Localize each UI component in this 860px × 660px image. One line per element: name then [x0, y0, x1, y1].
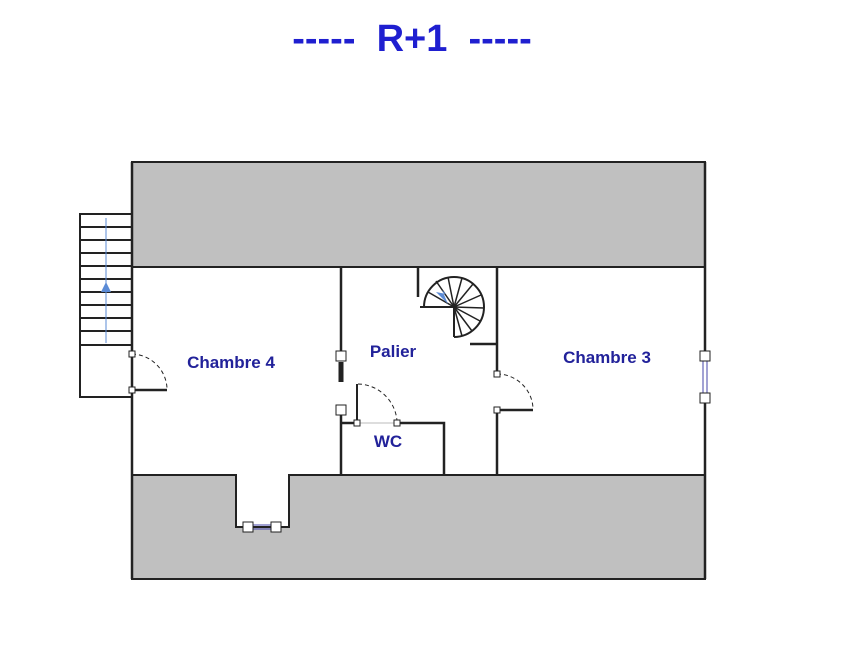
roof-zone-top: [131, 161, 706, 268]
room-label-chambre-3: Chambre 3: [563, 348, 651, 367]
spiral-arrow-icon: [436, 290, 448, 304]
door-wc[interactable]: [353, 383, 401, 427]
roof-zone-bottom: [131, 474, 706, 580]
opening-palier: [335, 350, 347, 416]
window-chambre-3: [699, 350, 711, 404]
walls: [130, 162, 707, 579]
window-chambre-4: [242, 521, 282, 533]
room-label-wc: WC: [374, 432, 402, 451]
door-chambre-4[interactable]: [128, 350, 168, 394]
room-label-palier: Palier: [370, 342, 417, 361]
spiral-staircase: [420, 276, 485, 338]
stair-arrow-icon: [101, 282, 111, 292]
exterior-staircase: [79, 213, 132, 398]
room-label-chambre-4: Chambre 4: [187, 353, 275, 372]
door-chambre-3[interactable]: [493, 370, 534, 414]
floor-title: ----- R+1 -----: [292, 18, 532, 60]
